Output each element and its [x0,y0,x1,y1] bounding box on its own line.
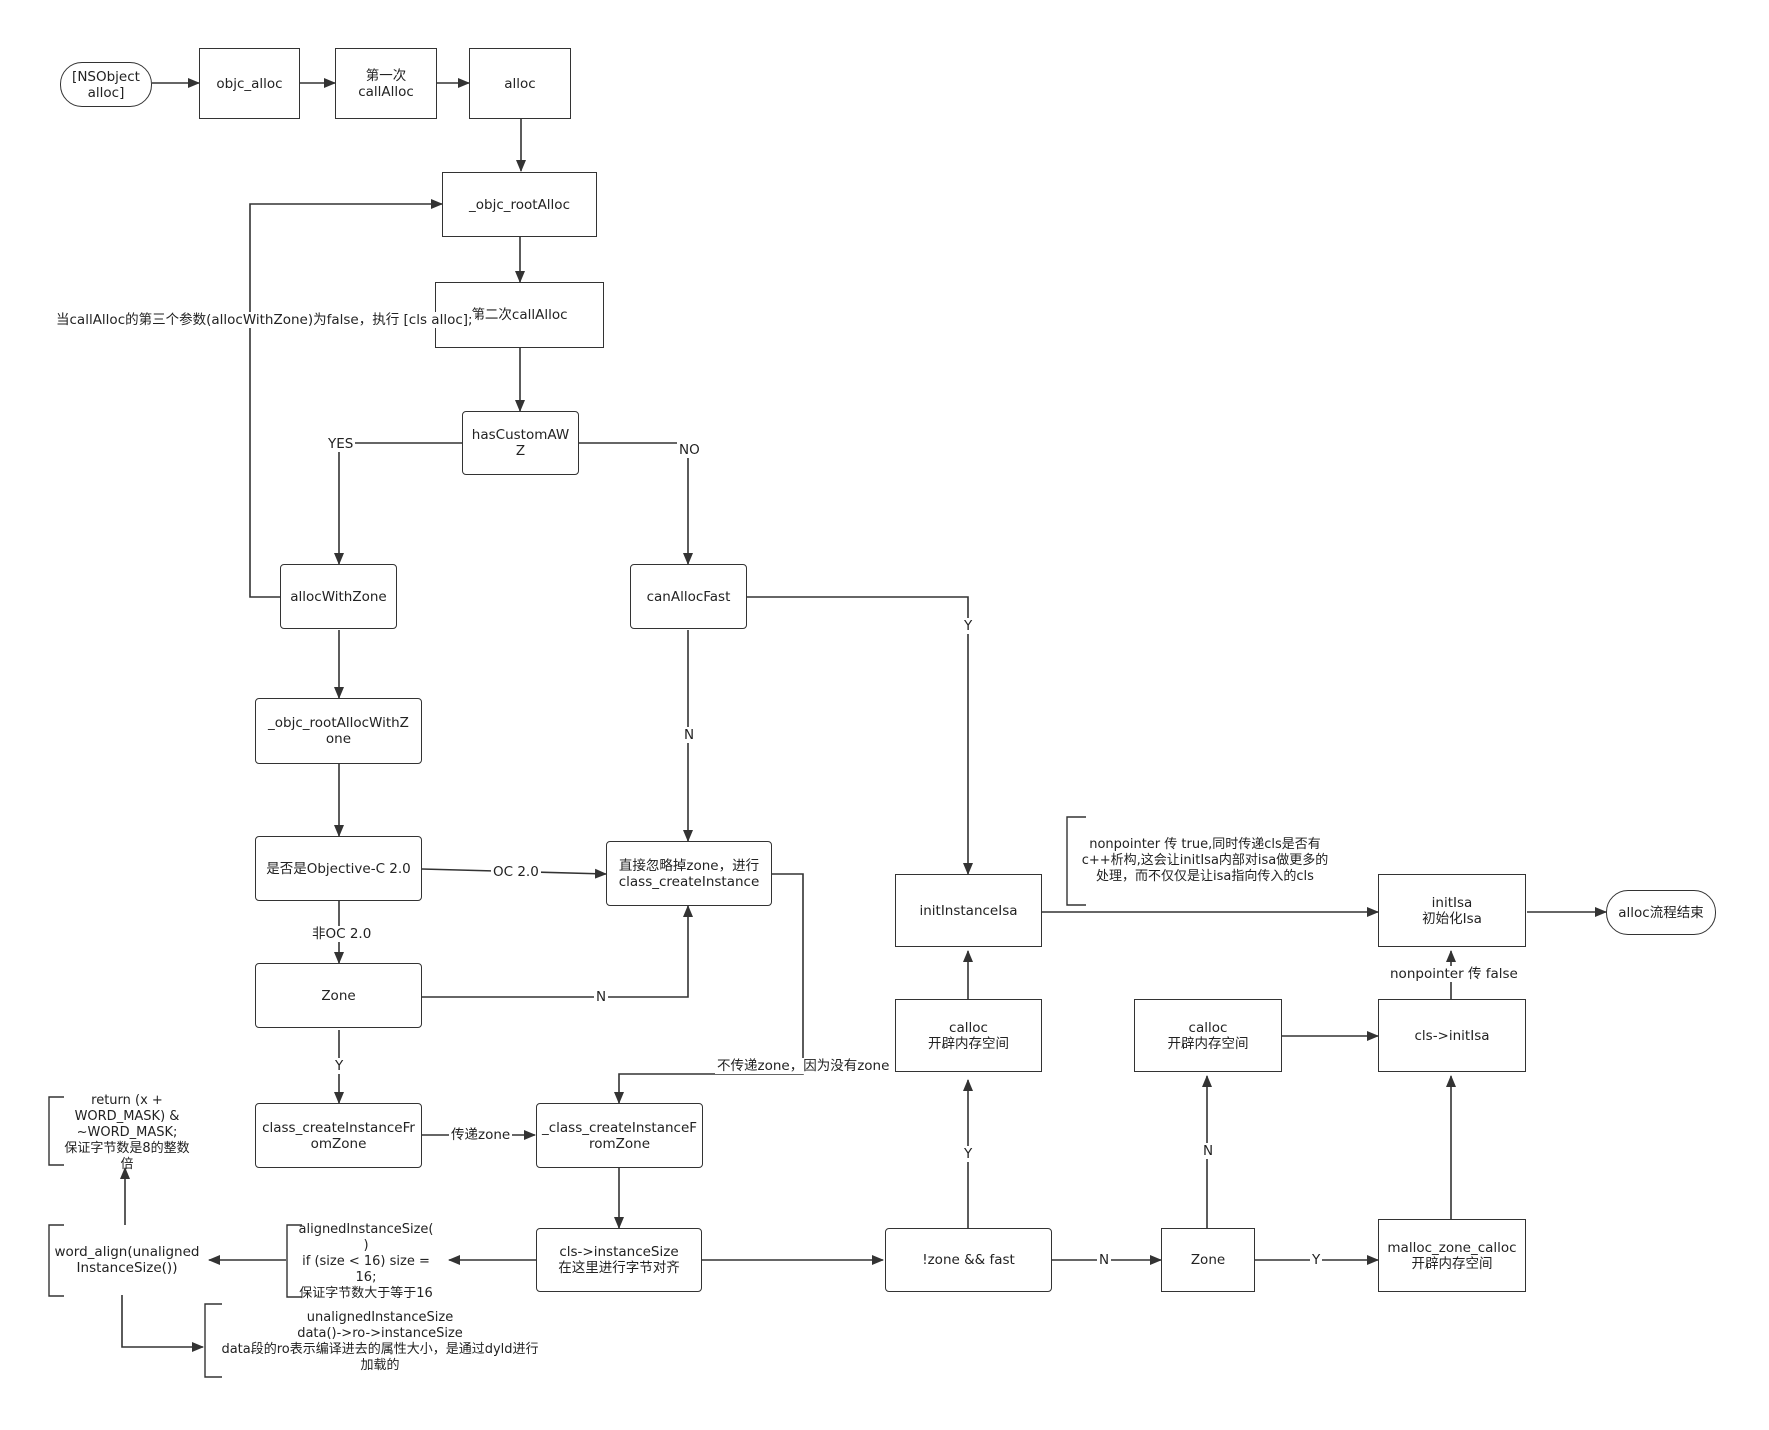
note-bracket-nonpointer [1066,816,1086,906]
note-alignedinstancesize: alignedInstanceSize( ) if (size < 16) si… [298,1222,434,1301]
note-unaligned: unalignedInstanceSize data()->ro->instan… [221,1310,539,1373]
note-bracket-wordalign [48,1224,64,1297]
note-bracket-aligned [286,1224,302,1298]
node-calloc-1: calloc 开辟内存空间 [895,999,1042,1072]
edge-allocwithzone-back [249,199,443,598]
note-bracket-unaligned [204,1303,222,1378]
node-malloc-zone-calloc: malloc_zone_calloc 开辟内存空间 [1378,1219,1526,1292]
label-nonpointer-false: nonpointer 传 false [1388,966,1520,982]
node-second-callalloc: 第二次callAlloc [435,282,604,348]
node-hascustomawz: hasCustomAW Z [462,411,579,475]
node-ignore-zone: 直接忽略掉zone，进行 class_createInstance [606,841,772,906]
edge-hascustom-no [579,442,693,565]
label-callalloc-false: 当callAlloc的第三个参数(allocWithZone)为false，执行… [54,312,475,328]
node-canallocfast: canAllocFast [630,564,747,629]
note-bracket-wordmask [48,1096,64,1166]
label-fast-n: N [1097,1252,1112,1268]
label-canallocfast-n: N [682,727,697,743]
node-initisa: initIsa 初始化Isa [1378,874,1526,947]
edge-not-pass-zone [614,873,804,1104]
node-is-objc2: 是否是Objective-C 2.0 [255,836,422,901]
node-zone-right: Zone [1161,1228,1255,1292]
label-canallocfast-y: Y [962,618,975,634]
node-calloc-2: calloc 开辟内存空间 [1134,999,1282,1072]
node-cls-initisa: cls->initIsa [1378,999,1526,1072]
label-zone-right-n: N [1201,1143,1216,1159]
node-not-zone-fast: !zone && fast [885,1228,1052,1292]
edge-wordalign-to-unaligned [121,1295,204,1352]
node-objc-rootallocwithzone: _objc_rootAllocWithZ one [255,698,422,764]
label-fast-y: Y [962,1146,975,1162]
note-nonpointer: nonpointer 传 true,同时传递cls是否有 c++析构,这会让in… [1081,837,1329,884]
label-zone-right-y: Y [1310,1252,1323,1268]
edge-zone-n [422,905,693,998]
node-nsobject-alloc: [NSObject alloc] [60,62,152,107]
edge-hascustom-yes [334,442,462,565]
node-class-createinstancefromzone: class_createInstanceFr omZone [255,1103,422,1168]
node-cls-instancesize: cls->instanceSize 在这里进行字节对齐 [536,1228,702,1292]
node-allocwithzone: allocWithZone [280,564,397,629]
label-non-oc20: 非OC 2.0 [310,926,374,942]
label-not-pass-zone: 不传递zone，因为没有zone [715,1058,892,1074]
node-initinstanceisa: initInstanceIsa [895,874,1042,947]
node-_class-createinstancefromzone: _class_createInstanceF romZone [536,1103,703,1168]
node-objc-rootalloc: _objc_rootAlloc [442,172,597,237]
node-word-align: word_align(unaligned InstanceSize()) [54,1244,200,1276]
node-alloc: alloc [469,48,571,119]
label-yes: YES [326,436,356,452]
label-oc20: OC 2.0 [491,864,541,880]
node-objc-alloc: objc_alloc [199,48,300,119]
node-alloc-end: alloc流程结束 [1606,890,1716,935]
node-first-callalloc: 第一次 callAlloc [335,48,437,119]
node-zone-left: Zone [255,963,422,1028]
edge-canallocfast-y [747,596,973,875]
label-pass-zone: 传递zone [449,1127,513,1143]
label-zone-n: N [594,989,609,1005]
label-zone-y: Y [333,1058,346,1074]
note-word-mask: return (x + WORD_MASK) & ~WORD_MASK; 保证字… [64,1093,190,1172]
label-no: NO [677,442,702,458]
